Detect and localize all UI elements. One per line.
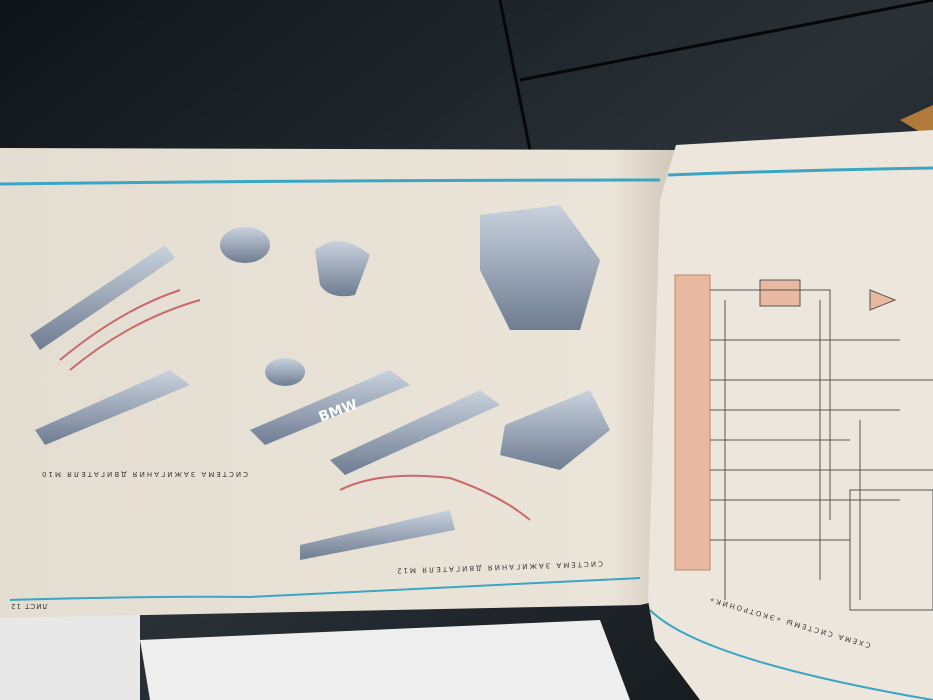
hv-lead [339, 474, 531, 521]
cover [35, 370, 190, 445]
distributor [480, 205, 600, 330]
right-page [648, 130, 933, 700]
ignition-parts-m10 [30, 227, 370, 445]
left-page-bottom-line [9, 577, 641, 601]
ignition-coil [500, 390, 610, 470]
distributor-cap [220, 227, 270, 263]
valve-cover [250, 370, 410, 445]
spark-plug-rail [30, 245, 175, 350]
caption-m10: Система зажигания двигателя М10 [40, 470, 249, 478]
left-page-top-line [0, 178, 661, 186]
white-tile [140, 620, 630, 700]
sheet-label: Лист 12 [10, 602, 48, 610]
ecotronic-schematic [674, 274, 933, 611]
right-page-top-line [667, 166, 933, 177]
ignition-parts-m12: BMW [250, 205, 610, 560]
rotor-cover [315, 241, 370, 297]
white-tile [0, 610, 140, 700]
ignition-wires [59, 289, 201, 371]
right-page-bottom-line [649, 609, 933, 700]
rotor [265, 358, 305, 386]
